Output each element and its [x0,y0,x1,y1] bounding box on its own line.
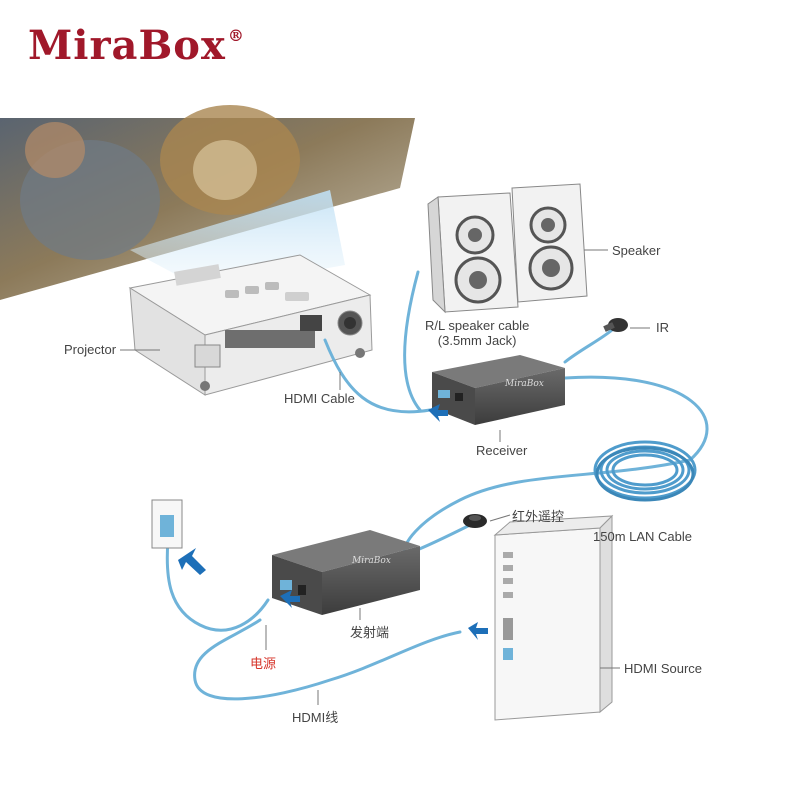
ir-transmitter-sensor [463,514,487,528]
hdmi-cable-projector [323,338,432,414]
hdmi-source-device [493,514,614,721]
label-hdmi-source: HDMI Source [624,661,703,676]
label-speaker: Speaker [612,243,661,258]
label-speaker-cable-line2: (3.5mm Jack) [437,333,517,348]
label-receiver: Receiver [476,443,528,458]
label-leaders [120,249,650,705]
brand-name: MiraBox [28,22,226,69]
lan-cable-coil [593,440,697,502]
speaker-right [511,183,588,303]
ir-cable-receiver [563,328,614,364]
label-speaker-cable-line1: R/L speaker cable [425,318,530,333]
transmitter-device: MiraBox [272,530,420,615]
projector-device [128,254,373,396]
svg-text:MiraBox: MiraBox [504,379,544,389]
receiver-device: MiraBox [432,355,565,425]
svg-text:MiraBox: MiraBox [351,556,391,566]
power-cable [165,538,270,632]
label-hdmi-cable-source: HDMI线 [292,710,339,725]
label-ir: IR [656,320,669,335]
label-transmitter: 发射端 [350,625,390,640]
label-hdmi-cable: HDMI Cable [284,391,355,406]
power-outlet [151,499,183,549]
speaker-left [427,192,519,314]
brand-logo: MiraBox® [28,22,245,69]
label-power: 电源 [250,656,277,671]
label-lan-cable: 150m LAN Cable [593,529,692,544]
label-speaker-cable: R/L speaker cable (3.5mm Jack) [425,318,529,348]
projection-screen [0,105,415,300]
label-ir-transmitter: 红外遥控 [512,509,565,524]
speaker-cable [403,270,422,412]
hdmi-cable-source [193,618,462,701]
cables [165,270,709,701]
ir-receiver-sensor [603,318,628,332]
lan-cable [402,375,709,557]
label-projector: Projector [64,342,117,357]
brand-registered-mark: ® [227,26,245,45]
direction-arrows [178,404,488,640]
ir-cable-transmitter [410,523,472,554]
